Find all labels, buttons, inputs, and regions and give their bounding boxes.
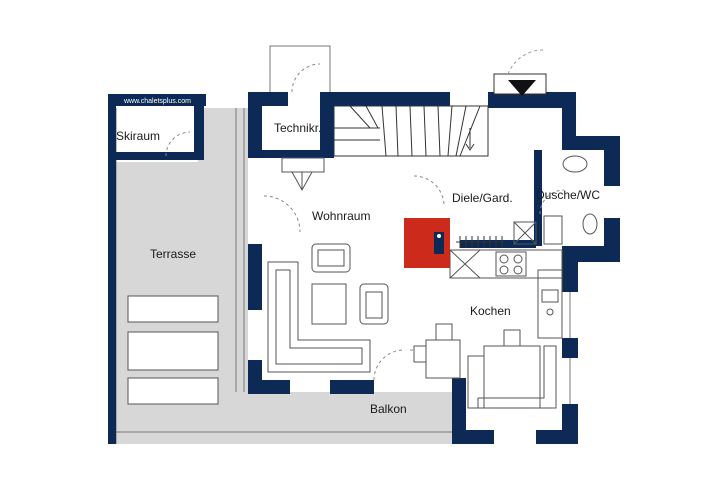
shower-cross xyxy=(513,221,537,245)
stair-box xyxy=(333,105,489,157)
entrance xyxy=(493,49,547,96)
bath-shelf xyxy=(543,215,563,245)
label-terrasse: Terrasse xyxy=(150,247,196,261)
entry-arrow-icon xyxy=(508,80,536,96)
label-dusche: Dusche/WC xyxy=(536,188,600,202)
room-labels: Skiraum Technikr. Terrasse Wohnraum Diel… xyxy=(116,121,600,416)
wall xyxy=(248,244,262,310)
wall xyxy=(452,378,466,444)
counter-cross xyxy=(449,249,481,279)
label-technik: Technikr. xyxy=(274,121,321,135)
wall xyxy=(108,94,206,106)
armchair xyxy=(311,243,351,273)
stair-step xyxy=(381,105,387,157)
lounger xyxy=(127,295,219,323)
label-balkon: Balkon xyxy=(370,402,407,416)
armchair-seat xyxy=(317,249,345,267)
bathroom-fixtures xyxy=(513,155,598,245)
label-diele: Diele/Gard. xyxy=(452,191,513,205)
wall xyxy=(536,430,576,444)
wall xyxy=(460,240,536,248)
kitchen-sink-icon xyxy=(541,289,559,303)
wall xyxy=(248,380,290,394)
door-diele xyxy=(413,175,445,207)
watermark-text: www.chaletsplus.com xyxy=(123,98,191,105)
door-dusche xyxy=(539,189,565,215)
sofa-inner xyxy=(275,269,363,365)
counter-side xyxy=(537,269,563,339)
coffee-table xyxy=(311,283,347,325)
armchair-seat xyxy=(365,291,383,319)
burner xyxy=(513,254,523,264)
armchair xyxy=(359,283,389,325)
wall xyxy=(108,94,116,444)
walls xyxy=(108,92,620,444)
door-skiraum xyxy=(165,131,191,157)
wall xyxy=(452,430,494,444)
entry-door-swing xyxy=(507,49,547,75)
toilet-icon xyxy=(582,213,598,235)
stove-vent xyxy=(434,232,444,254)
door-balcony-1 xyxy=(373,349,405,381)
wardrobe-rail xyxy=(456,236,504,248)
label-wohnraum: Wohnraum xyxy=(312,209,370,223)
burner xyxy=(499,254,509,264)
stair-step xyxy=(395,105,399,157)
label-skiraum: Skiraum xyxy=(116,129,160,143)
wall xyxy=(112,152,202,160)
corner-bench xyxy=(468,345,557,409)
stair-step xyxy=(349,105,371,129)
wall xyxy=(194,106,204,160)
kitchen-sink-drain xyxy=(546,308,554,316)
dining-chair xyxy=(435,323,453,341)
wall xyxy=(320,92,334,158)
kitchen-counter xyxy=(449,249,563,339)
stove xyxy=(404,218,450,268)
stair-arrow xyxy=(465,128,475,151)
burner xyxy=(513,265,523,275)
dining-table xyxy=(425,339,461,379)
stove-dot xyxy=(437,234,441,238)
wall xyxy=(262,150,334,158)
sofa xyxy=(267,261,371,373)
living-furniture xyxy=(267,243,557,409)
outline-technik-bump xyxy=(269,45,331,92)
lounger xyxy=(127,377,219,405)
staircase xyxy=(333,105,489,157)
rail-teeth xyxy=(459,236,503,248)
dining-chair xyxy=(503,329,521,347)
kitchen-table xyxy=(483,345,541,409)
technik-table xyxy=(281,157,325,192)
stair-step xyxy=(365,105,379,129)
door-terrace xyxy=(263,195,301,233)
stair-step xyxy=(447,105,453,157)
wall xyxy=(604,136,620,186)
technik-legs xyxy=(291,171,313,192)
wall xyxy=(488,92,576,108)
burner xyxy=(499,265,509,275)
wall xyxy=(562,338,578,358)
stair-step xyxy=(409,105,413,157)
sink-icon xyxy=(562,155,588,173)
wall xyxy=(534,150,542,246)
wall xyxy=(330,380,374,394)
wall xyxy=(320,92,450,106)
stair-step xyxy=(423,105,427,157)
lounger xyxy=(127,331,219,371)
stair-step xyxy=(455,105,467,157)
counter-top xyxy=(449,249,563,279)
terrace-loungers xyxy=(127,295,219,405)
cooktop-icon xyxy=(495,251,527,277)
wall xyxy=(562,246,578,292)
label-kochen: Kochen xyxy=(470,304,511,318)
shower-tray xyxy=(513,221,537,245)
kitchen-bench xyxy=(467,355,485,409)
technik-shelf xyxy=(281,157,325,173)
stair-step xyxy=(437,105,441,157)
wall xyxy=(248,92,262,158)
door-technik xyxy=(291,63,321,93)
wall xyxy=(562,92,576,142)
